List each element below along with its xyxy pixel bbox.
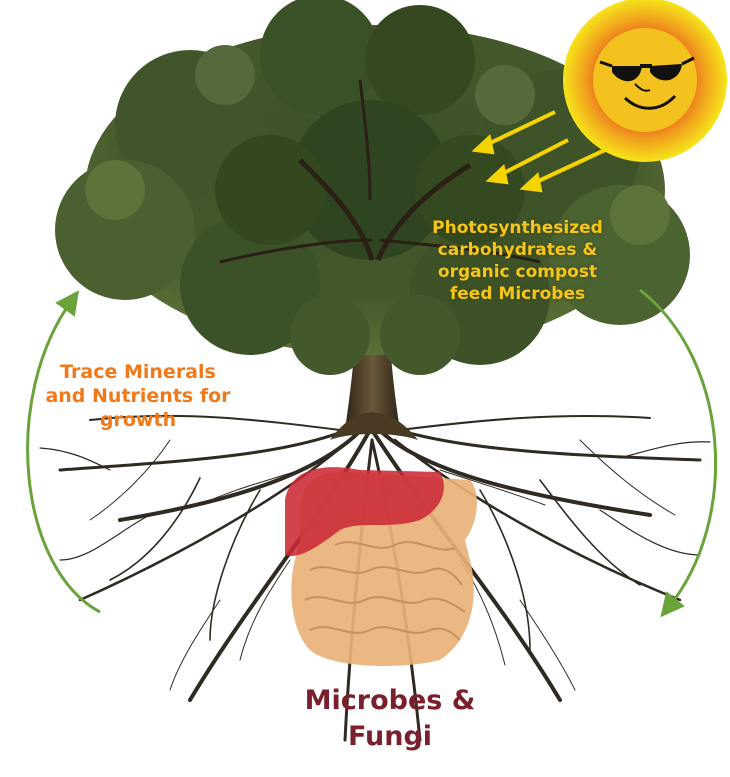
photosynthesis-label: Photosynthesized carbohydrates & organic… (405, 217, 630, 305)
trace-minerals-line-1: Trace Minerals (28, 360, 248, 384)
photosynthesis-line-2: carbohydrates & (405, 239, 630, 261)
trace-minerals-line-2: and Nutrients for (28, 384, 248, 408)
photosynthesis-line-1: Photosynthesized (405, 217, 630, 239)
photosynthesis-line-3: organic compost (405, 261, 630, 283)
microbes-line-1: Microbes & (270, 683, 510, 719)
sun-with-sunglasses-icon (563, 0, 727, 162)
microbes-line-2: Fungi (270, 719, 510, 755)
digestive-tract-illustration (285, 467, 477, 666)
trace-minerals-label: Trace Minerals and Nutrients for growth (28, 360, 248, 432)
cycle-arrow-left-icon (28, 300, 100, 612)
microbes-fungi-label: Microbes & Fungi (270, 683, 510, 755)
trace-minerals-line-3: growth (28, 408, 248, 432)
photosynthesis-line-4: feed Microbes (405, 283, 630, 305)
